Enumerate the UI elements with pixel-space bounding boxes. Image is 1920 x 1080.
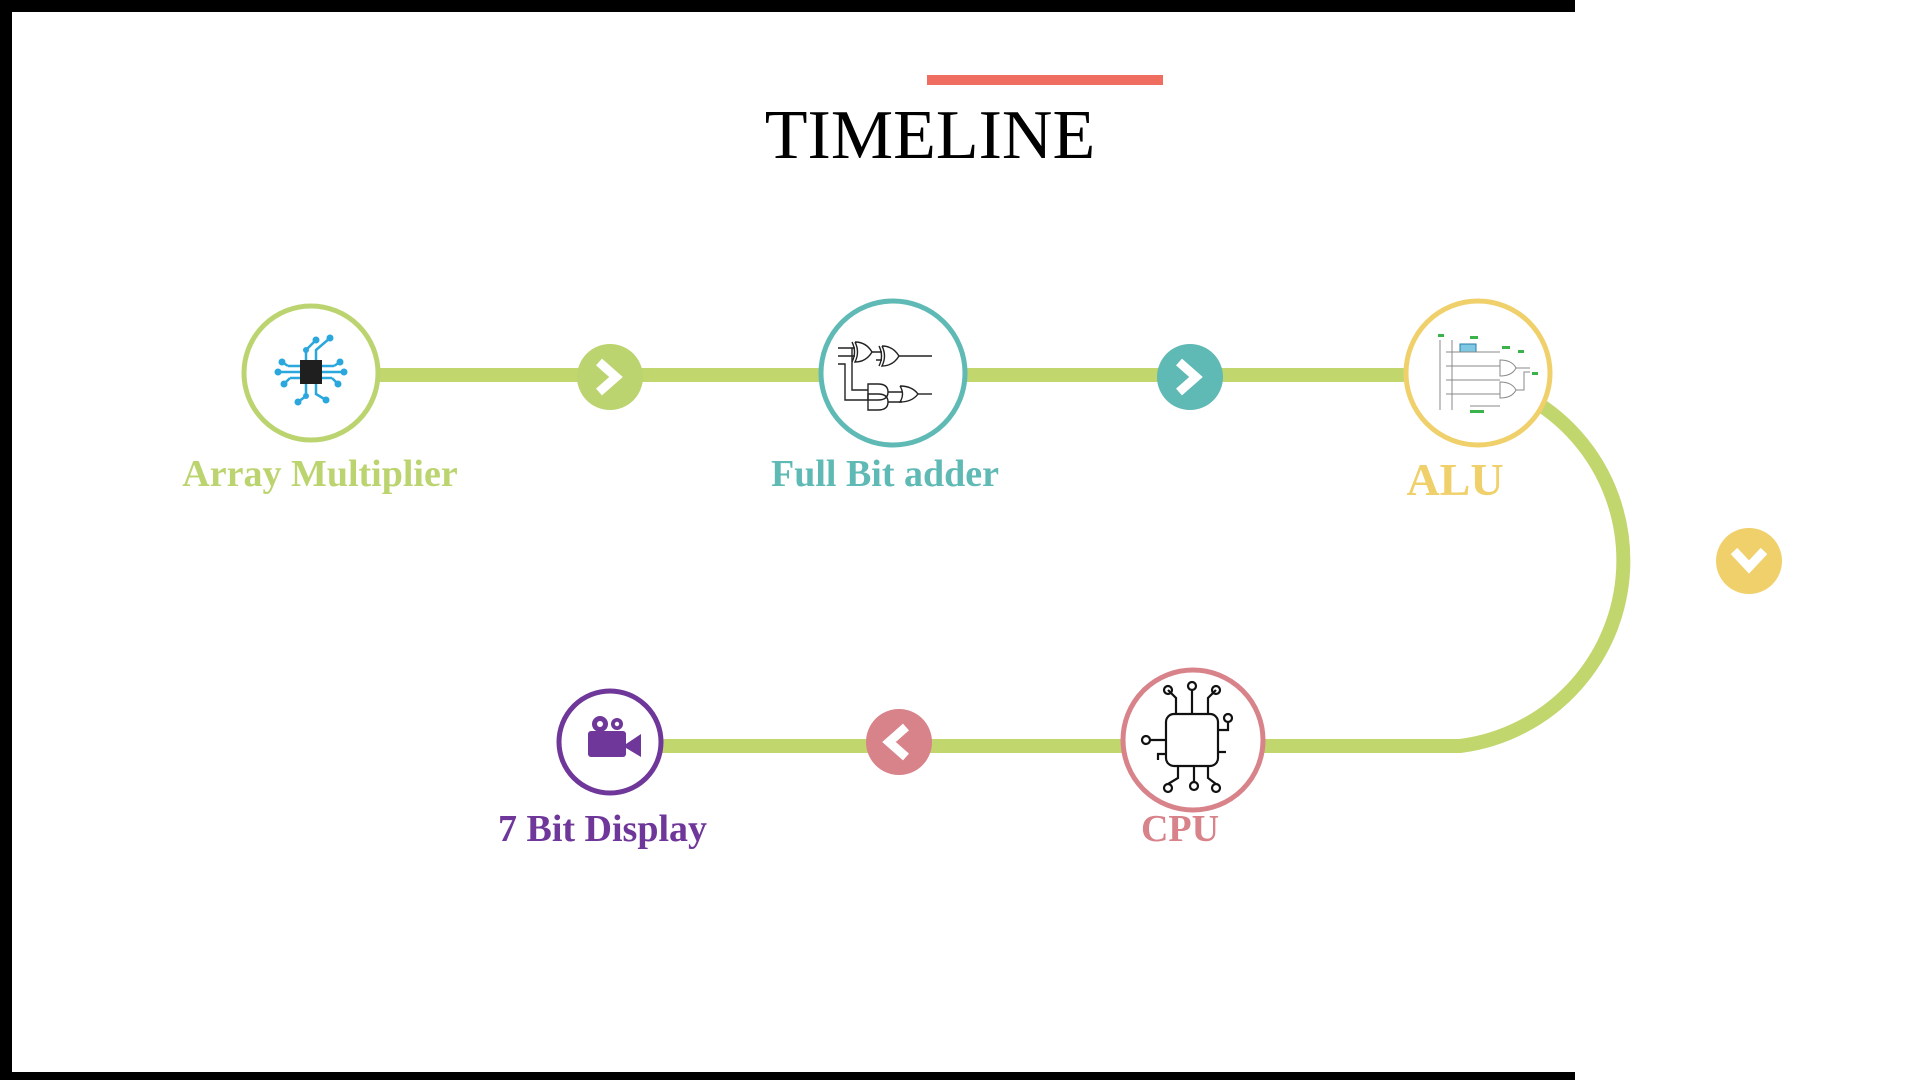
frame-border-bottom bbox=[0, 1072, 1575, 1080]
full-adder-circuit-icon bbox=[838, 341, 932, 411]
milestone-7-bit-display bbox=[556, 688, 664, 796]
frame-border-top bbox=[0, 0, 1575, 12]
timeline-track bbox=[310, 368, 1631, 753]
milestone-full-bit-adder bbox=[818, 298, 968, 448]
connector-arrow-left bbox=[866, 709, 932, 775]
milestone-alu bbox=[1403, 298, 1553, 448]
milestone-label-full-bit-adder: Full Bit adder bbox=[770, 453, 1000, 495]
milestone-label-alu: ALU bbox=[1406, 454, 1504, 505]
alu-schematic-icon bbox=[1439, 340, 1530, 410]
milestone-cpu bbox=[1120, 667, 1266, 813]
page-title: TIMELINE bbox=[764, 97, 1096, 174]
title-accent-bar bbox=[927, 75, 1163, 85]
connector-arrow-down bbox=[1716, 528, 1782, 594]
milestone-array-multiplier bbox=[241, 303, 381, 443]
cpu-chip-icon bbox=[1140, 680, 1234, 794]
milestone-label-cpu: CPU bbox=[1140, 808, 1220, 850]
connector-arrow-right-2 bbox=[1157, 344, 1223, 410]
milestone-label-7-bit-display: 7 Bit Display bbox=[497, 808, 708, 850]
frame-border-left bbox=[0, 0, 12, 1080]
connector-arrow-right-1 bbox=[577, 344, 643, 410]
microchip-icon bbox=[278, 337, 344, 403]
milestone-label-array-multiplier: Array Multiplier bbox=[182, 453, 458, 495]
